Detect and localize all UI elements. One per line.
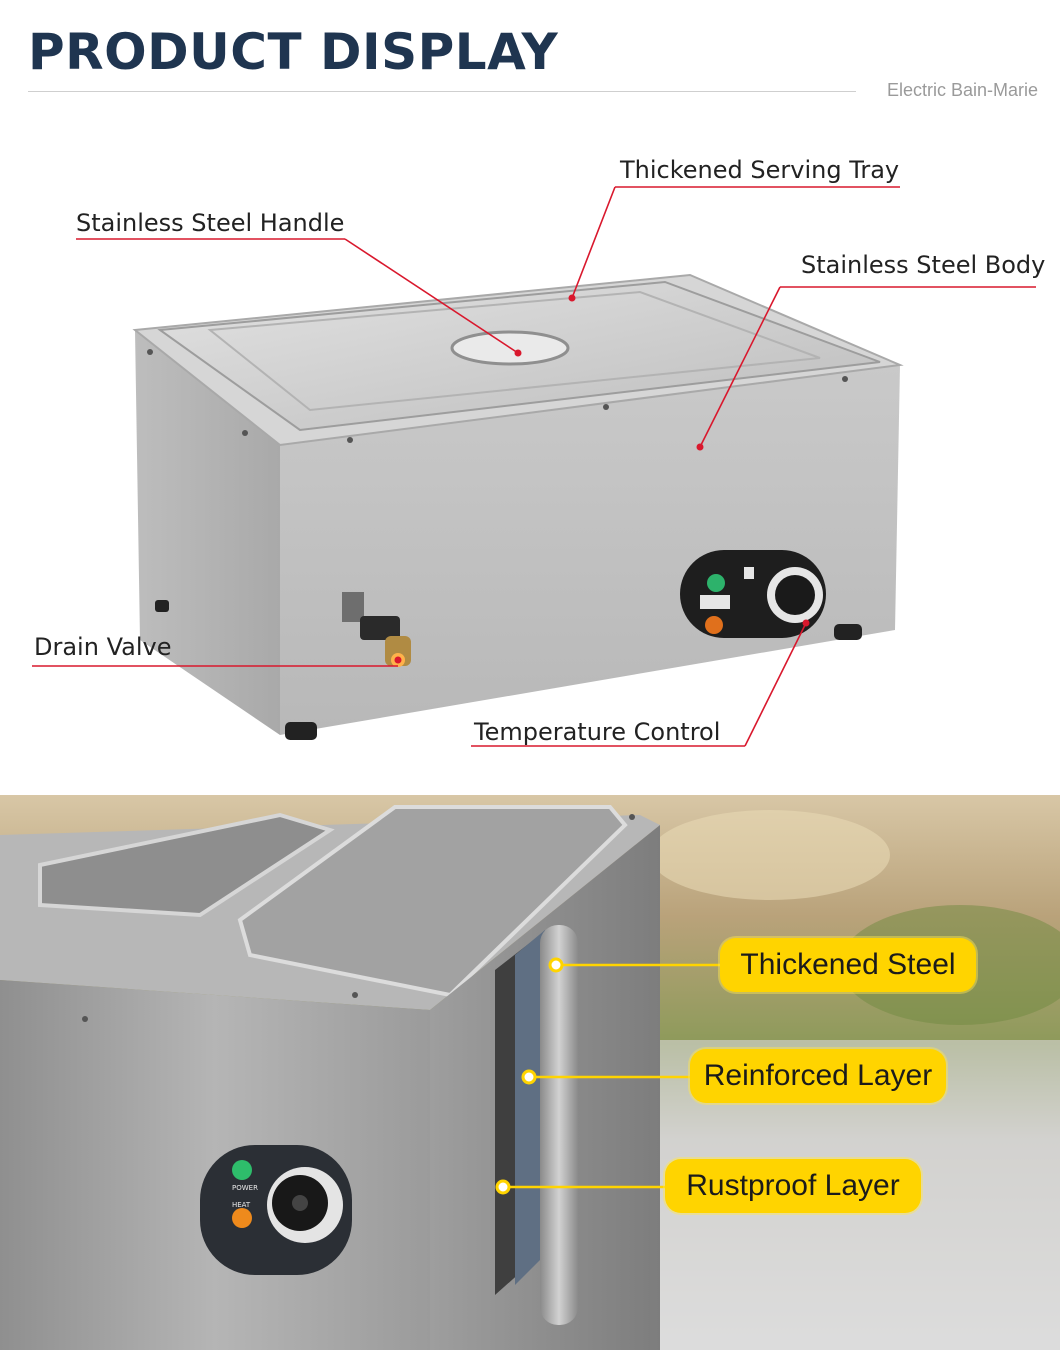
screw bbox=[347, 437, 353, 443]
callout-serving-tray: Thickened Serving Tray bbox=[620, 156, 900, 184]
valve-lever bbox=[360, 616, 400, 640]
pan-right bbox=[237, 805, 628, 998]
bain-marie-illustration bbox=[32, 186, 1036, 747]
screw bbox=[603, 404, 609, 410]
closeup-heat-light bbox=[232, 1208, 252, 1228]
bokeh-light bbox=[650, 810, 890, 900]
badge-thickened-steel: Thickened Steel bbox=[720, 938, 976, 992]
pan-left bbox=[38, 812, 335, 918]
callout-handle: Stainless Steel Handle bbox=[76, 209, 345, 237]
closeup-photo: POWER HEAT Thickened Steel Reinforced La… bbox=[0, 795, 1060, 1350]
body-front bbox=[280, 365, 900, 735]
closeup-power-light bbox=[232, 1160, 252, 1180]
badge-reinforced-layer: Reinforced Layer bbox=[690, 1049, 946, 1103]
product-subtitle: Electric Bain-Marie bbox=[886, 80, 1038, 100]
screw bbox=[352, 992, 358, 998]
power-text: POWER bbox=[232, 1184, 258, 1192]
screw bbox=[82, 1016, 88, 1022]
callout-temperature-control: Temperature Control bbox=[474, 718, 721, 746]
tray-inner-edge bbox=[207, 290, 821, 412]
screw bbox=[242, 430, 248, 436]
heat-text: HEAT bbox=[232, 1201, 251, 1209]
page-title: PRODUCT DISPLAY bbox=[28, 23, 559, 81]
heat-light bbox=[705, 616, 723, 634]
valve-mount bbox=[342, 592, 364, 622]
panel-label-plate bbox=[700, 595, 730, 609]
foot bbox=[155, 600, 169, 612]
callout-lines bbox=[32, 186, 1036, 747]
badge-rustproof-layer: Rustproof Layer bbox=[665, 1159, 921, 1213]
power-light bbox=[707, 574, 725, 592]
temperature-dial bbox=[775, 575, 815, 615]
insulation-layer bbox=[515, 930, 545, 1285]
layer-pointer-dots bbox=[495, 957, 564, 1195]
callout-body: Stainless Steel Body bbox=[801, 251, 1046, 279]
screw bbox=[842, 376, 848, 382]
screw bbox=[629, 814, 635, 820]
screw bbox=[147, 349, 153, 355]
panel-icon bbox=[744, 567, 754, 579]
closeup-dial-center bbox=[292, 1195, 308, 1211]
header-divider bbox=[28, 91, 856, 92]
foot bbox=[834, 624, 862, 640]
steel-layer bbox=[540, 925, 578, 1325]
layer-pointers bbox=[503, 963, 720, 1189]
foot bbox=[285, 722, 317, 740]
callout-drain-valve: Drain Valve bbox=[34, 633, 172, 661]
